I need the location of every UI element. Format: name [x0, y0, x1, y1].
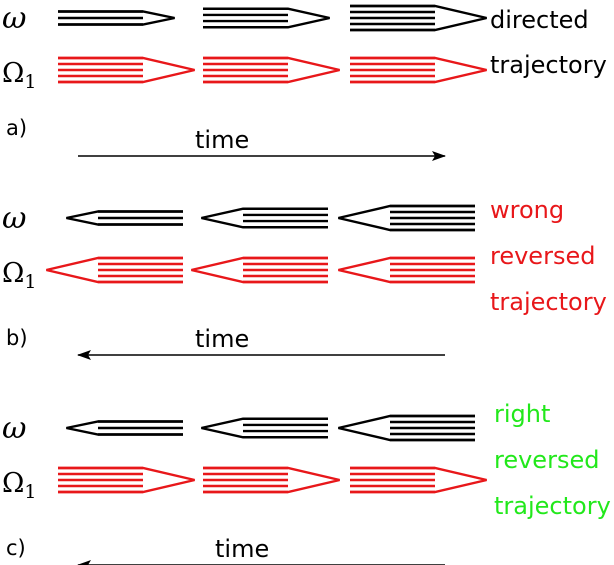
panel-c: ωΩ1 c) time right reversed trajectory	[2, 400, 611, 565]
pencil-arrow	[201, 417, 328, 439]
description-line: trajectory	[494, 492, 611, 520]
omega-symbol: ω	[2, 411, 26, 446]
omega-symbol: ω	[2, 201, 26, 236]
omega-trajectory-row	[58, 4, 487, 32]
panel-a: ωΩ1 a) time directed trajectory	[2, 1, 607, 161]
Omega1-trajectory-row	[58, 56, 487, 84]
panel-label: b)	[6, 326, 28, 350]
Omega1-symbol: Ω1	[2, 258, 36, 293]
pencil-arrow	[58, 56, 195, 84]
description-line: reversed	[494, 446, 599, 474]
pencil-arrow	[338, 414, 475, 442]
pencil-arrow	[58, 10, 175, 26]
pencil-arrow	[201, 207, 328, 229]
pencil-arrow	[203, 466, 340, 494]
pencil-arrow	[338, 204, 475, 232]
description-line: trajectory	[490, 51, 607, 79]
panel-b: ωΩ1 b) time wrong reversed trajectory	[2, 196, 607, 360]
pencil-arrow	[191, 256, 328, 284]
pencil-arrow	[350, 4, 487, 32]
time-label: time	[195, 325, 249, 353]
pencil-arrow	[350, 56, 487, 84]
pencil-arrow	[203, 7, 330, 29]
pencil-arrow	[66, 210, 183, 226]
description-line: right	[494, 400, 550, 428]
Omega1-trajectory-row	[46, 256, 475, 284]
omega-trajectory-row	[66, 204, 475, 232]
pencil-arrow	[350, 466, 487, 494]
description-line: directed	[490, 6, 589, 34]
time-label: time	[215, 535, 269, 563]
Omega1-symbol: Ω1	[2, 468, 36, 503]
time-label: time	[195, 126, 249, 154]
description-line: wrong	[490, 196, 564, 224]
pencil-arrow	[46, 256, 183, 284]
pencil-arrow	[58, 466, 195, 494]
Omega1-trajectory-row	[58, 466, 487, 494]
omega-trajectory-row	[66, 414, 475, 442]
panel-label: c)	[6, 536, 26, 560]
description-line: trajectory	[490, 288, 607, 316]
description-line: reversed	[490, 242, 595, 270]
pencil-arrow	[338, 256, 475, 284]
Omega1-symbol: Ω1	[2, 58, 36, 93]
omega-symbol: ω	[2, 1, 26, 36]
panel-label: a)	[6, 116, 27, 140]
pencil-arrow	[66, 420, 183, 436]
pencil-arrow	[203, 56, 340, 84]
